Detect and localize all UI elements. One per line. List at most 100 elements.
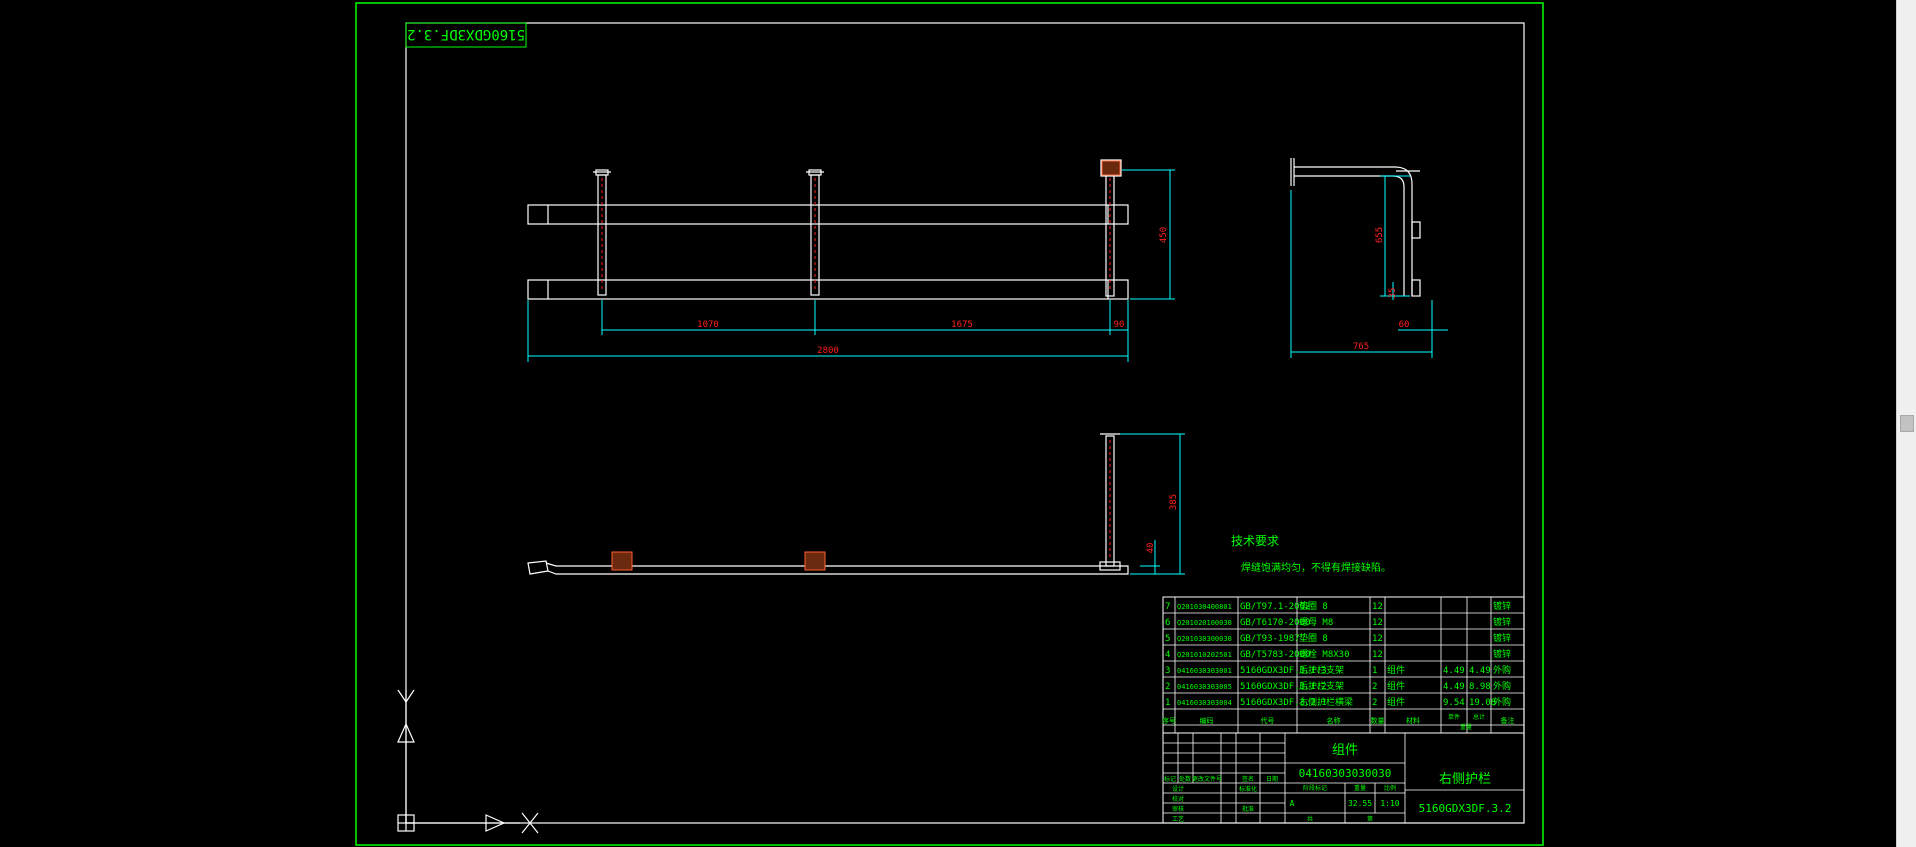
dim-span-left: 1070: [697, 320, 719, 330]
dim-overall: 2800: [817, 346, 839, 356]
tb-label-stage-mark: 阶段标记: [1303, 784, 1327, 792]
side-view-dimensions: [1290, 175, 1448, 358]
bom-cell-qty: 12: [1372, 602, 1383, 612]
side-view: [1290, 158, 1421, 297]
tb-part-code: 04160303030030: [1299, 767, 1392, 780]
bom-header-std: 代号: [1261, 716, 1275, 725]
bom-cell-name: 螺母 M8: [1299, 617, 1333, 628]
tb-label-process: 工艺: [1172, 815, 1184, 823]
tech-requirements-line1: 焊缝饱满均匀，不得有焊接缺陷。: [1241, 561, 1391, 574]
bom-cell-total_wt: 8.98: [1469, 682, 1491, 692]
tb-part-name: 右侧护栏: [1439, 772, 1491, 787]
bom-cell-name: 后护栏支架: [1299, 664, 1344, 676]
bom-cell-qty: 2: [1372, 698, 1377, 708]
tb-label-count: 处数: [1179, 775, 1191, 783]
bom-cell-unit_wt: 4.49: [1443, 666, 1465, 676]
tech-requirements-title: 技术要求: [1231, 534, 1279, 548]
bom-cell-no: 6: [1165, 618, 1170, 628]
bom-cell-qty: 12: [1372, 650, 1383, 660]
bom-cell-remark: 镀锌: [1493, 616, 1511, 628]
tb-part-type: 组件: [1332, 743, 1358, 758]
bom-cell-remark: 外购: [1493, 696, 1511, 708]
bom-cell-std: GB/T5783-2000: [1240, 650, 1310, 660]
bom-cell-code: 0416030303004: [1177, 699, 1232, 707]
bom-cell-no: 4: [1165, 650, 1170, 660]
dim-height-top: 450: [1159, 227, 1169, 243]
tb-label-design: 设计: [1172, 785, 1184, 793]
bom-cell-no: 2: [1165, 682, 1170, 692]
bom-cell-name: 垫圈 8: [1299, 632, 1328, 644]
mirrored-code-box: 5160GDX3DF.3.2: [405, 22, 527, 48]
bom-cell-remark: 外购: [1493, 664, 1511, 676]
tb-stage: A: [1290, 799, 1295, 808]
bom-cell-remark: 镀锌: [1493, 648, 1511, 660]
outer-frame: [355, 2, 1544, 846]
bom-cell-qty: 12: [1372, 618, 1383, 628]
front-post-right-bracket: [1101, 160, 1121, 176]
bom-cell-std: GB/T6170-2000: [1240, 618, 1310, 628]
dim-bottom-small: 40: [1146, 543, 1156, 554]
bom-cell-remark: 镀锌: [1493, 600, 1511, 612]
tb-weight: 32.55: [1348, 799, 1372, 808]
vertical-scrollbar[interactable]: [1896, 0, 1916, 847]
inner-frame: [405, 22, 1525, 824]
ucs-icon: [397, 689, 539, 834]
bom-cell-no: 1: [1165, 698, 1170, 708]
dim-bottom-height: 385: [1169, 494, 1179, 510]
dim-side-small: 35: [1388, 288, 1398, 299]
dim-end-offset: 90: [1114, 320, 1125, 330]
tb-scale: 1:10: [1380, 799, 1399, 808]
bom-cell-code: Q201020100030: [1177, 619, 1232, 627]
bottom-view-dimensions: [1120, 433, 1185, 575]
bom-cell-mat: 组件: [1387, 664, 1405, 676]
tb-label-approve: 批准: [1242, 805, 1254, 813]
tb-label-scale: 比例: [1384, 784, 1396, 792]
bom-header-qty: 数量: [1371, 716, 1385, 725]
bottom-view: [527, 433, 1129, 575]
bom-cell-qty: 2: [1372, 682, 1377, 692]
bom-cell-mat: 组件: [1387, 680, 1405, 692]
bom-cell-std: 5160GDX3DF.3.1.2: [1240, 682, 1327, 692]
bom-header-no: 序号: [1162, 716, 1176, 725]
bom-cell-mat: 组件: [1387, 696, 1405, 708]
bom-cell-code: Q201010202501: [1177, 651, 1232, 659]
tb-label-sign: 签名: [1242, 775, 1254, 783]
bom-cell-name: 右侧护栏横梁: [1299, 696, 1353, 708]
bom-header-total_wt: 总计: [1473, 713, 1485, 721]
bom-cell-total_wt: 19.08: [1469, 698, 1496, 708]
tb-label-sheet-total: 共: [1307, 815, 1313, 823]
dim-side-offset: 60: [1399, 320, 1410, 330]
mirrored-code-text: 5160GDX3DF.3.2: [407, 26, 525, 42]
bom-header-name: 名称: [1327, 716, 1341, 725]
dim-span-right: 1675: [951, 320, 973, 330]
tb-label-sheet: 第: [1367, 815, 1373, 823]
bom-cell-no: 5: [1165, 634, 1170, 644]
tb-drawing-no: 5160GDX3DF.3.2: [1419, 802, 1512, 815]
bom-cell-name: 后护栏支架: [1299, 680, 1344, 692]
bom-cell-unit_wt: 4.49: [1443, 682, 1465, 692]
bottom-view-brackets: [611, 551, 826, 571]
tb-label-date: 日期: [1266, 775, 1278, 783]
bom-cell-code: Q201030400801: [1177, 603, 1232, 611]
front-post-left: [593, 169, 611, 296]
tb-label-change-doc: 更改文件号: [1192, 775, 1222, 783]
dim-side-height: 655: [1375, 227, 1385, 243]
bom-cell-unit_wt: 9.54: [1443, 698, 1465, 708]
bom-cell-name: 螺栓 M8X30: [1299, 648, 1350, 660]
front-view: [527, 159, 1129, 300]
scrollbar-thumb[interactable]: [1900, 415, 1914, 432]
bom-cell-remark: 镀锌: [1493, 632, 1511, 644]
bom-cell-std: GB/T97.1-2002: [1240, 602, 1310, 612]
front-post-right: [1100, 159, 1122, 297]
bom-cell-no: 3: [1165, 666, 1170, 676]
bom-cell-code: 0416030303001: [1177, 667, 1232, 675]
bom-cell-std: 5160GDX3DF.3.1.3: [1240, 666, 1327, 676]
tb-label-mark: 标记: [1164, 775, 1176, 783]
tb-label-std-check: 标准化: [1239, 785, 1257, 793]
front-post-middle: [806, 169, 824, 296]
bom-header-mat: 材料: [1406, 716, 1420, 725]
bom-cell-no: 7: [1165, 602, 1170, 612]
bom-cell-total_wt: 4.49: [1469, 666, 1491, 676]
